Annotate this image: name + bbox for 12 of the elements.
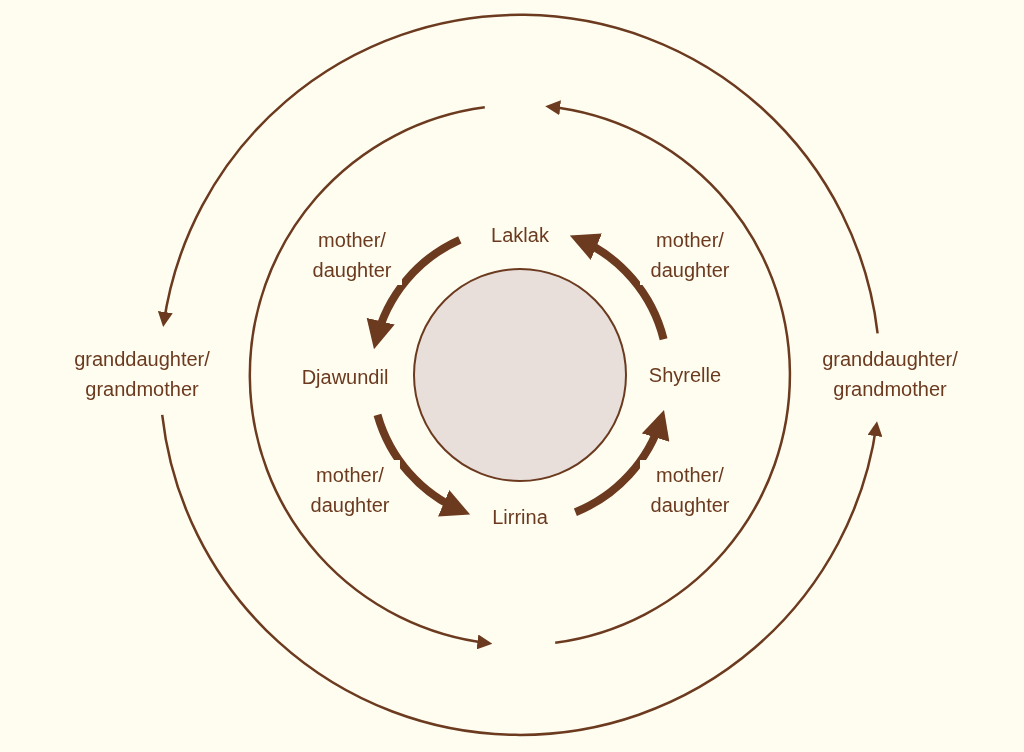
name-label: Laklak: [491, 223, 549, 248]
name-label: granddaughter/ grandmother: [821, 347, 959, 402]
arrow: [158, 14, 879, 334]
name-label: granddaughter/ grandmother: [73, 347, 211, 402]
arrow: [368, 236, 462, 350]
name-label: Lirrina: [492, 505, 548, 530]
arrow: [570, 234, 668, 341]
name-label: Djawundil: [301, 365, 389, 390]
arrow: [573, 410, 668, 516]
name-label: Shyrelle: [648, 363, 722, 388]
arrow: [160, 414, 882, 736]
arrow: [373, 413, 470, 516]
